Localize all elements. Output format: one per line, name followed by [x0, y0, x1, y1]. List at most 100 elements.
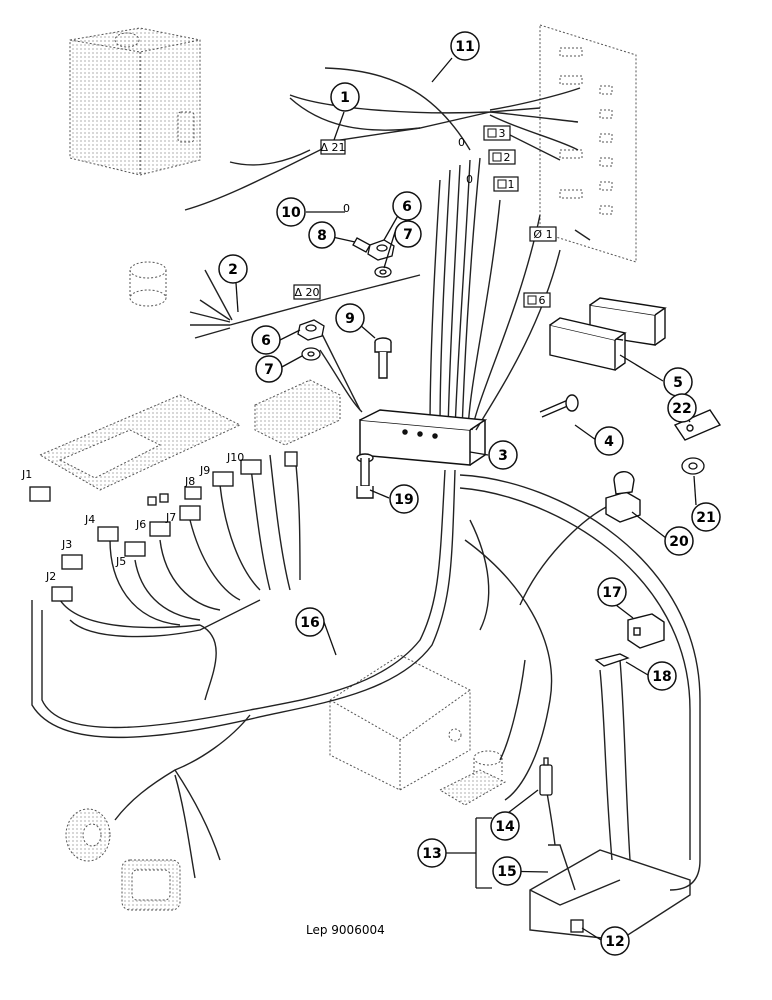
wire-marker-o1: Ø 1 [529, 226, 557, 242]
callout-3: 3 [488, 440, 518, 470]
callout-8: 8 [308, 221, 336, 249]
callout-16-number: 16 [300, 615, 319, 631]
wire-label-b3: 3 [499, 127, 506, 140]
control-box [329, 654, 471, 791]
horn [65, 808, 111, 862]
label-j8: J8 [184, 475, 195, 488]
label-j1: J1 [21, 468, 32, 481]
callout-6a: 6 [392, 191, 422, 221]
connector-3 [359, 409, 488, 466]
callout-1: 1 [330, 82, 360, 112]
callout-5: 5 [663, 367, 693, 397]
callout-8-number: 8 [317, 228, 327, 244]
callout-20-number: 20 [669, 534, 689, 550]
callout-6b: 6 [251, 325, 281, 355]
callout-20: 20 [664, 526, 694, 556]
lamp-socket [129, 261, 167, 307]
callout-18: 18 [647, 661, 677, 691]
bolt-4 [539, 394, 579, 418]
callout-11-number: 11 [455, 39, 474, 55]
zero-mark: 0 [458, 136, 465, 149]
callout-10: 10 [276, 197, 306, 227]
wire-marker-b3: 3 [483, 125, 511, 141]
callout-22: 22 [667, 393, 697, 423]
plate-22 [673, 409, 722, 441]
wire-label-o1: Ø 1 [533, 228, 552, 241]
relay-17 [627, 613, 665, 649]
callout-11: 11 [450, 31, 480, 61]
callout-4: 4 [594, 426, 624, 456]
sensor-14 [539, 757, 553, 796]
small-fitting-8 [352, 237, 371, 253]
callout-7b: 7 [255, 355, 283, 383]
wire-label-b6: 6 [539, 294, 546, 307]
callout-22-number: 22 [672, 401, 691, 417]
callout-17-number: 17 [602, 585, 621, 601]
label-j6: J6 [135, 518, 146, 531]
bolt-9 [374, 337, 392, 379]
reservoir-tank [69, 27, 201, 176]
buzzer [438, 750, 507, 806]
label-j7: J7 [165, 511, 176, 524]
callout-3-number: 3 [498, 448, 508, 464]
callout-14-number: 14 [495, 819, 515, 835]
callout-2-number: 2 [228, 262, 238, 278]
zero-mark: 0 [343, 202, 350, 215]
wire-label-a20: Δ 20 [294, 286, 319, 299]
callout-14: 14 [490, 811, 520, 841]
callout-21-number: 21 [696, 510, 715, 526]
j-labels: J1 J2 J3 J4 J5 J6 J7 J8 J9 J10 [21, 451, 244, 583]
wire-marker-b6: 6 [523, 292, 551, 308]
wire-label-b2: 2 [504, 151, 511, 164]
label-j5: J5 [115, 555, 126, 568]
spacer-blocks [549, 297, 667, 371]
callout-16: 16 [295, 607, 325, 637]
callout-7b-number: 7 [264, 362, 274, 378]
callout-15-number: 15 [497, 864, 516, 880]
zero-mark: 0 [466, 173, 473, 186]
callout-19: 19 [389, 484, 419, 514]
label-j9: J9 [199, 464, 210, 477]
wire-marker-a20: Δ 20 [293, 284, 321, 300]
callout-6a-number: 6 [402, 199, 412, 215]
label-j3: J3 [61, 538, 72, 551]
callouts: 1 11 2 10 6 8 7 9 6 7 5 22 4 3 19 21 20 … [218, 31, 721, 956]
callout-12: 12 [600, 926, 630, 956]
callout-7a: 7 [394, 220, 422, 248]
joystick-base [529, 844, 691, 941]
bolt-19 [356, 453, 374, 499]
wire-label-b1: 1 [508, 178, 515, 191]
callout-18-number: 18 [652, 669, 671, 685]
j-connector-boxes [29, 451, 298, 602]
switch-keypad [38, 394, 242, 491]
relay-panel [539, 24, 637, 263]
callout-9: 9 [335, 303, 365, 333]
callout-6b-number: 6 [261, 333, 271, 349]
label-j2: J2 [45, 570, 56, 583]
callout-17: 17 [597, 577, 627, 607]
callout-13: 13 [417, 838, 447, 868]
callout-2: 2 [218, 254, 248, 284]
nuts-washers [297, 239, 705, 475]
callout-15: 15 [492, 856, 522, 886]
connector-12 [570, 919, 584, 933]
wire-marker-b1: 1 [493, 176, 519, 192]
callout-7a-number: 7 [403, 227, 413, 243]
callout-1-number: 1 [340, 90, 350, 106]
callout-9-number: 9 [345, 311, 355, 327]
wire-marker-a21: Δ 21 [320, 139, 346, 155]
wire-marker-b2: 2 [488, 149, 516, 165]
callout-12-number: 12 [605, 934, 624, 950]
bracket-plate [254, 379, 341, 446]
callout-5-number: 5 [673, 375, 683, 391]
terminal-18 [594, 653, 630, 667]
switch-20 [605, 471, 641, 523]
work-lamp [121, 859, 181, 911]
callout-4-number: 4 [604, 434, 614, 450]
wire-label-a21: Δ 21 [320, 141, 345, 154]
drawing-caption: Lep 9006004 [306, 923, 385, 937]
callout-21: 21 [691, 502, 721, 532]
label-j4: J4 [84, 513, 95, 526]
